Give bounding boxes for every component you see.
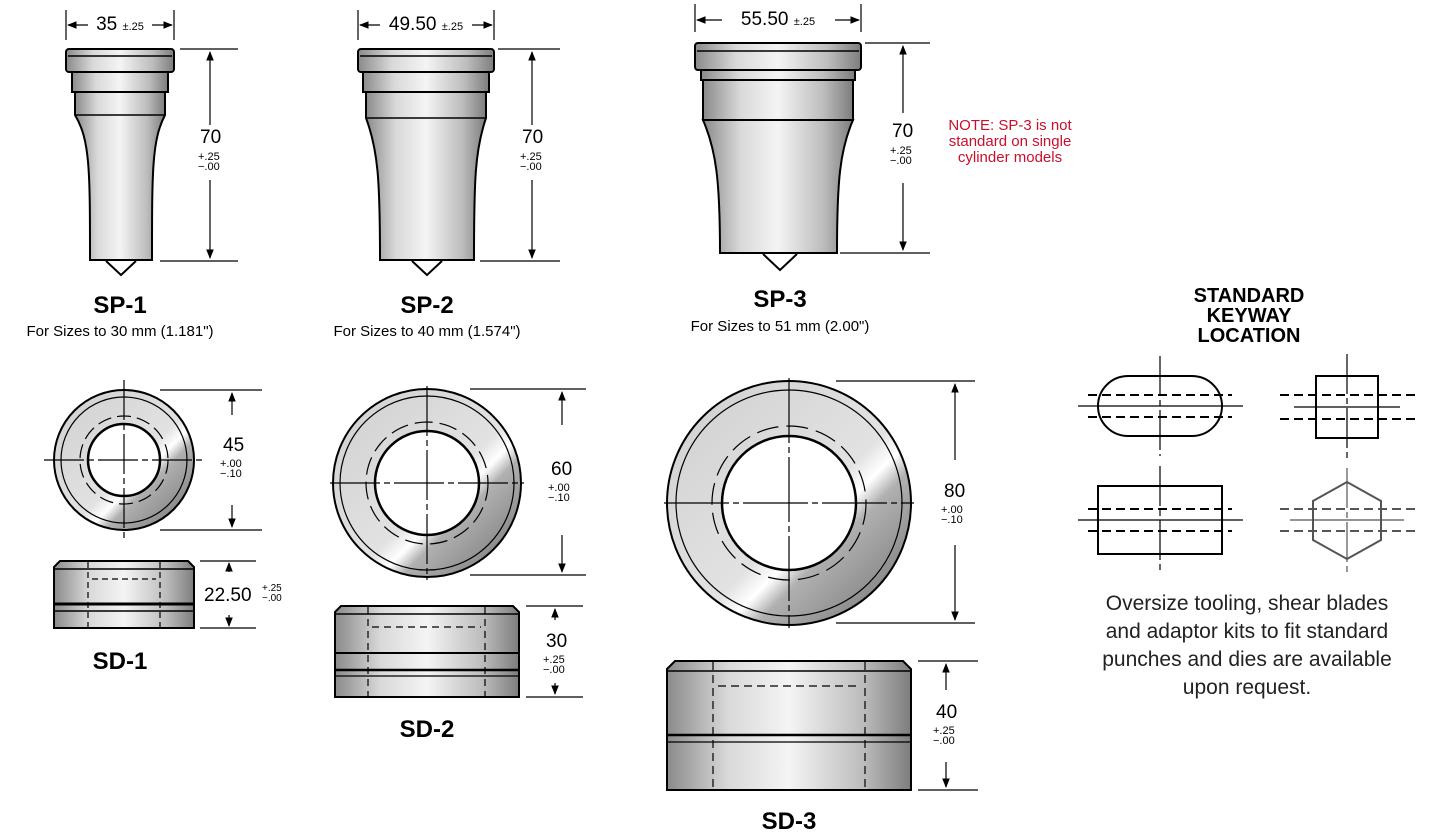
oversize-tooling-info: Oversize tooling, shear blades and adapt… — [1062, 590, 1429, 702]
sd3-height-value: 40 — [936, 702, 958, 723]
sp1-height-tol-plus: +.25 — [198, 151, 220, 163]
sp2-width-dimension: 49.50 ±.25 — [385, 14, 467, 35]
sd1-diameter-tolerance: +.00−.10 — [220, 458, 242, 480]
sp2-height-value: 70 — [522, 127, 544, 148]
sp2-width-tolerance: ±.25 — [441, 21, 464, 33]
sd1-side-dimension — [200, 560, 256, 629]
sp3-width-value: 55.50 — [740, 9, 789, 30]
sd1-title: SD-1 — [92, 648, 148, 675]
info-line-2: and adaptor kits to fit standard — [1105, 620, 1389, 643]
sd2-diameter-value: 60 — [551, 459, 573, 480]
sd3-diameter-tol-minus: −.10 — [941, 514, 963, 526]
note-line-1: NOTE: SP-3 is not — [948, 117, 1072, 134]
sd1-height-tolerance: +.25−.00 — [262, 584, 282, 604]
sp3-height-value: 70 — [892, 121, 914, 142]
sp1-height-tol-minus: −.00 — [198, 161, 220, 173]
die-sd1-side-drawing — [53, 560, 195, 629]
keyway-square — [1280, 354, 1418, 460]
note-line-3: cylinder models — [957, 149, 1063, 166]
sd3-height-tol-plus: +.25 — [933, 725, 955, 737]
punch-sp1-drawing — [65, 48, 175, 277]
sd2-height-value: 30 — [546, 631, 568, 652]
sp1-width-dimension: 35 ±.25 — [93, 15, 147, 34]
sd2-side-dimension — [526, 605, 583, 698]
die-sd3-side-drawing — [666, 660, 912, 791]
sd2-diameter-tol-minus: −.10 — [548, 492, 570, 504]
keyway-title: STANDARD KEYWAY LOCATION — [1159, 286, 1339, 346]
sp3-height-tolerance: +.25−.00 — [890, 145, 912, 167]
sd1-diameter-tol-minus: −.10 — [220, 468, 242, 480]
sd3-height-tolerance: +.25−.00 — [933, 725, 955, 747]
sd1-height-value: 22.50 — [204, 585, 252, 606]
keyway-title-line-2: KEYWAY LOCATION — [1197, 305, 1301, 347]
sd1-diameter-tol-plus: +.00 — [220, 458, 242, 470]
sp3-subtitle: For Sizes to 51 mm (2.00") — [690, 318, 870, 335]
sd2-diameter-tolerance: +.00−.10 — [548, 482, 570, 504]
sp1-width-value: 35 — [96, 14, 118, 35]
sp2-height-tol-minus: −.00 — [520, 161, 542, 173]
sd2-height-tolerance: +.25−.00 — [543, 654, 565, 676]
sp1-width-tolerance: ±.25 — [122, 21, 144, 33]
info-line-3: punches and dies are available — [1102, 648, 1392, 671]
sd3-title: SD-3 — [761, 808, 817, 835]
sp1-dimension-lines — [65, 10, 238, 262]
sd2-title: SD-2 — [399, 716, 455, 743]
sd2-diameter-tol-plus: +.00 — [548, 482, 570, 494]
note-line-2: standard on single — [948, 133, 1072, 150]
keyway-rectangle — [1078, 466, 1243, 574]
sp3-height-tol-minus: −.00 — [890, 155, 912, 167]
sp2-dimension-lines — [357, 10, 560, 262]
sp2-subtitle: For Sizes to 40 mm (1.574") — [333, 323, 521, 340]
sd1-height-tol-plus: +.25 — [262, 583, 282, 594]
sd3-side-dimension — [918, 660, 978, 791]
sp3-width-dimension: 55.50 ±.25 — [737, 9, 819, 30]
sp2-width-value: 49.50 — [388, 14, 437, 35]
sp3-width-tolerance: ±.25 — [793, 16, 816, 28]
info-line-1: Oversize tooling, shear blades — [1105, 592, 1389, 615]
sp3-title: SP-3 — [753, 286, 807, 313]
sd3-diameter-tol-plus: +.00 — [941, 504, 963, 516]
sd1-plan-dimension — [160, 389, 262, 531]
sp3-dimension-lines — [694, 4, 930, 254]
sp1-height-tolerance: +.25−.00 — [198, 151, 220, 173]
punch-sp2-drawing — [357, 48, 495, 277]
die-sd1-plan-drawing — [44, 380, 204, 540]
keyway-title-line-1: STANDARD — [1193, 285, 1305, 307]
sp2-title: SP-2 — [400, 292, 454, 319]
sd3-height-tol-minus: −.00 — [933, 735, 955, 747]
sd3-plan-dimension — [836, 380, 975, 624]
sd2-plan-dimension — [470, 388, 586, 576]
sd3-diameter-value: 80 — [944, 481, 966, 502]
keyway-hexagon — [1280, 468, 1418, 572]
sd2-height-tol-minus: −.00 — [543, 664, 565, 676]
sd1-diameter-value: 45 — [223, 435, 245, 456]
sp1-title: SP-1 — [93, 292, 147, 319]
sp1-subtitle: For Sizes to 30 mm (1.181") — [26, 323, 214, 340]
sp2-height-tolerance: +.25−.00 — [520, 151, 542, 173]
sp2-height-tol-plus: +.25 — [520, 151, 542, 163]
die-sd2-side-drawing — [334, 605, 520, 698]
info-line-4: upon request. — [1182, 676, 1312, 699]
punch-sp3-drawing — [694, 42, 862, 272]
sp3-note: NOTE: SP-3 is not standard on single cyl… — [940, 118, 1080, 166]
die-sd2-plan-drawing — [330, 386, 524, 580]
die-sd3-plan-drawing — [664, 378, 914, 628]
sp3-height-tol-plus: +.25 — [890, 145, 912, 157]
keyway-oblong — [1078, 356, 1243, 456]
sd3-diameter-tolerance: +.00−.10 — [941, 504, 963, 526]
sd2-height-tol-plus: +.25 — [543, 654, 565, 666]
sp1-height-value: 70 — [200, 127, 222, 148]
sd1-height-tol-minus: −.00 — [262, 593, 282, 604]
